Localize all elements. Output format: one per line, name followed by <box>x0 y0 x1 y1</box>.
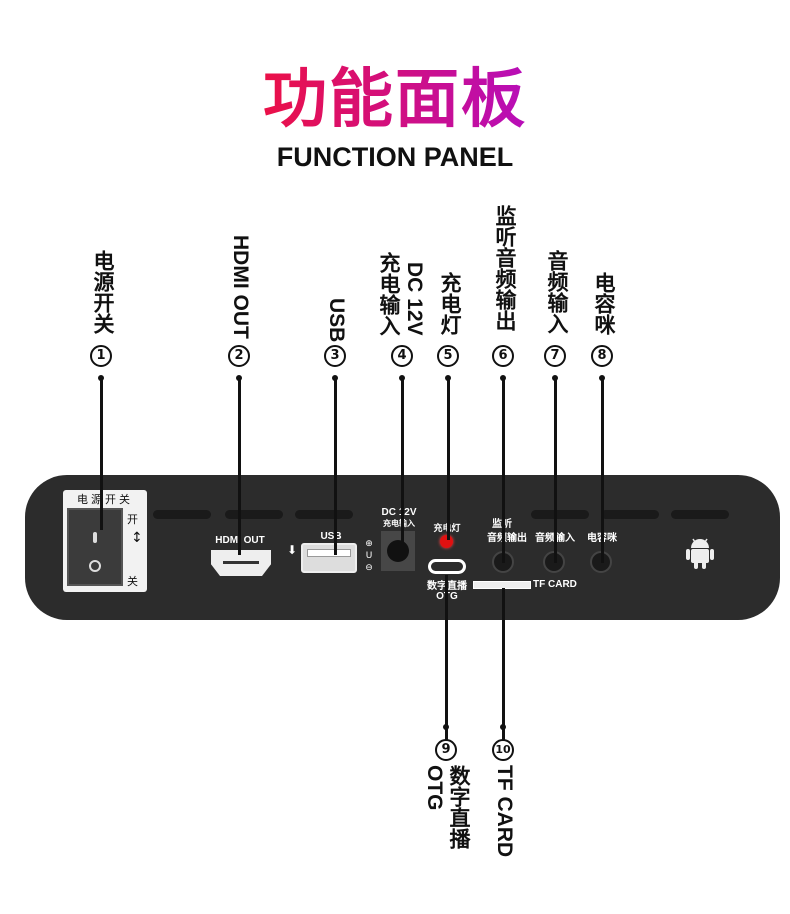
callout-line <box>502 380 505 563</box>
callout-number-4: 4 <box>391 345 413 367</box>
monitor-sublabel: 音频输出 <box>487 533 527 544</box>
callout-label-charge-input: 充电输入 <box>377 252 400 336</box>
callout-dot <box>399 375 405 381</box>
vent-slot <box>601 510 659 519</box>
callout-number-2: 2 <box>228 345 250 367</box>
callout-dot <box>332 375 338 381</box>
tf-card-label: TF CARD <box>533 579 577 590</box>
usb-port[interactable] <box>301 543 357 573</box>
callout-number-1: 1 <box>90 345 112 367</box>
android-logo-icon <box>686 538 714 569</box>
callout-dot <box>236 375 242 381</box>
vent-slot <box>671 510 729 519</box>
page-title: 功能面板 <box>0 48 790 140</box>
callout-label-live: 数字直播 <box>447 765 470 849</box>
callout-number-5: 5 <box>437 345 459 367</box>
callout-number-7: 7 <box>544 345 566 367</box>
vent-slot <box>531 510 589 519</box>
callout-label-led: 充电灯 <box>438 272 461 335</box>
dc-polarity-icon: ⊕ᑌ⊖ <box>365 539 373 573</box>
callout-label-usb: USB <box>325 298 348 343</box>
callout-line <box>601 380 604 563</box>
callout-number-3: 3 <box>324 345 346 367</box>
dc-label: DC 12V <box>381 507 417 518</box>
power-switch-label: 电源开关 <box>77 493 133 506</box>
callout-label-monitor: 监听音频输出 <box>493 205 516 331</box>
callout-label-mic: 电容咪 <box>592 272 615 335</box>
callout-label-hdmi: HDMI OUT <box>229 235 252 339</box>
led-label: 充电灯 <box>429 521 465 534</box>
callout-line <box>502 588 505 740</box>
vent-slot <box>295 510 353 519</box>
vent-slot <box>225 510 283 519</box>
usb-label: USB <box>320 531 342 542</box>
callout-line <box>447 380 450 540</box>
callout-label-dc12v: DC 12V <box>403 262 426 336</box>
page-subtitle: FUNCTION PANEL <box>276 142 514 172</box>
off-symbol-icon <box>89 560 101 572</box>
power-switch-plate: 电源开关 开 ↕ 关 <box>63 490 147 592</box>
dc-hole <box>387 540 409 562</box>
callout-label-tf: TF CARD <box>493 765 516 858</box>
usb-arrow-icon: ⬇ <box>287 543 298 557</box>
off-label: 关 <box>127 575 138 588</box>
callout-number-10: 10 <box>492 739 514 761</box>
callout-dot <box>599 375 605 381</box>
callout-label-power: 电源开关 <box>91 250 114 334</box>
vent-slot <box>153 510 211 519</box>
callout-number-9: 9 <box>435 739 457 761</box>
callout-line <box>238 380 241 555</box>
callout-line <box>445 575 448 740</box>
hdmi-slot <box>223 561 259 564</box>
callout-dot <box>445 375 451 381</box>
callout-line <box>401 380 404 546</box>
callout-dot <box>552 375 558 381</box>
hdmi-port[interactable] <box>211 550 271 576</box>
callout-label-audio-in: 音频输入 <box>545 250 568 334</box>
callout-line <box>100 380 103 530</box>
dc-sublabel: 充电输入 <box>383 519 415 528</box>
callout-label-otg: OTG <box>423 765 446 811</box>
on-symbol-icon <box>93 532 97 543</box>
callout-dot <box>500 375 506 381</box>
dc-port[interactable] <box>381 531 415 571</box>
otg-port[interactable] <box>428 559 466 574</box>
callout-line <box>554 380 557 563</box>
callout-number-8: 8 <box>591 345 613 367</box>
callout-dot <box>98 375 104 381</box>
callout-line <box>334 380 337 555</box>
updown-arrow-icon: ↕ <box>131 530 143 546</box>
power-switch[interactable] <box>67 508 123 586</box>
on-label: 开 <box>127 513 138 526</box>
usb-tongue <box>307 549 351 557</box>
callout-number-6: 6 <box>492 345 514 367</box>
